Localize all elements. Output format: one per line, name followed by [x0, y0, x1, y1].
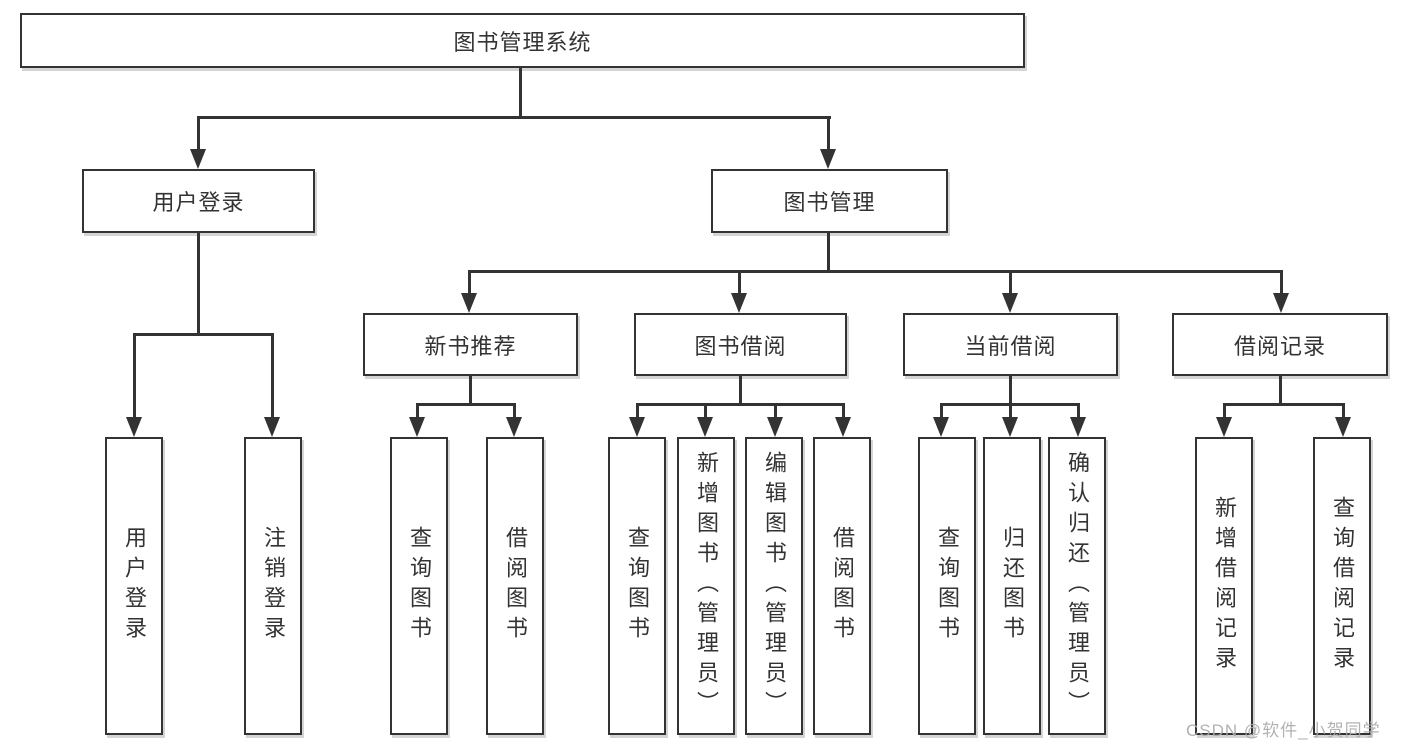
connector-line	[468, 270, 1283, 273]
arrow-down-icon	[126, 417, 142, 437]
leaf-user-login: 用户登录	[105, 437, 163, 735]
leaf-borrow-query-books-label: 查询图书	[625, 526, 650, 646]
connector-line	[774, 403, 777, 418]
connector-line	[197, 116, 200, 150]
arrow-down-icon	[697, 417, 713, 437]
node-book-management: 图书管理	[711, 169, 948, 233]
node-current-borrow-label: 当前借阅	[964, 333, 1057, 359]
connector-line	[1077, 403, 1080, 418]
arrow-down-icon	[1273, 293, 1289, 313]
node-root: 图书管理系统	[20, 13, 1025, 68]
watermark: CSDN @软件_小贺同学	[1186, 721, 1381, 740]
node-current-borrow: 当前借阅	[903, 313, 1118, 376]
connector-line	[827, 233, 830, 273]
leaf-recommend-borrow-books-label: 借阅图书	[503, 526, 528, 646]
node-book-borrow: 图书借阅	[634, 313, 847, 376]
leaf-borrow-add-books-admin: 新增图书（管理员）	[677, 437, 735, 735]
connector-line	[636, 403, 845, 406]
connector-line	[133, 333, 136, 418]
connector-line	[469, 376, 472, 406]
connector-line	[738, 270, 741, 294]
arrow-down-icon	[1070, 417, 1086, 437]
arrow-down-icon	[409, 417, 425, 437]
leaf-record-query-borrow-record-label: 查询借阅记录	[1330, 496, 1355, 676]
node-new-book-recommend: 新书推荐	[363, 313, 578, 376]
connector-line	[519, 68, 522, 118]
connector-line	[827, 116, 830, 150]
leaf-logout-login: 注销登录	[244, 437, 302, 735]
arrow-down-icon	[933, 417, 949, 437]
leaf-logout-login-label: 注销登录	[261, 526, 286, 646]
leaf-borrow-add-books-admin-label: 新增图书（管理员）	[694, 451, 719, 721]
leaf-recommend-query-books-label: 查询图书	[407, 526, 432, 646]
leaf-current-confirm-return-admin-label: 确认归还（管理员）	[1065, 451, 1090, 721]
connector-line	[1279, 376, 1282, 406]
connector-line	[1342, 403, 1345, 418]
connector-line	[197, 233, 200, 334]
leaf-borrow-edit-books-admin: 编辑图书（管理员）	[745, 437, 803, 735]
node-borrow-record-label: 借阅记录	[1233, 333, 1326, 359]
arrow-down-icon	[835, 417, 851, 437]
arrow-down-icon	[731, 293, 747, 313]
leaf-user-login-label: 用户登录	[122, 526, 147, 646]
connector-line	[1280, 270, 1283, 294]
connector-line	[468, 270, 471, 294]
node-book-management-label: 图书管理	[783, 190, 876, 215]
leaf-record-add-borrow-record-label: 新增借阅记录	[1212, 496, 1237, 676]
arrow-down-icon	[1335, 417, 1351, 437]
leaf-borrow-borrow-books: 借阅图书	[813, 437, 871, 735]
connector-line	[271, 333, 274, 418]
leaf-record-add-borrow-record: 新增借阅记录	[1195, 437, 1253, 735]
connector-line	[133, 333, 274, 336]
arrow-down-icon	[629, 417, 645, 437]
arrow-down-icon	[1002, 293, 1018, 313]
connector-line	[940, 403, 943, 418]
connector-line	[416, 403, 516, 406]
leaf-borrow-query-books: 查询图书	[608, 437, 666, 735]
arrow-down-icon	[190, 149, 206, 169]
connector-line	[842, 403, 845, 418]
connector-line	[1223, 403, 1226, 418]
connector-line	[513, 403, 516, 418]
node-root-label: 图书管理系统	[453, 29, 592, 55]
leaf-borrow-borrow-books-label: 借阅图书	[830, 526, 855, 646]
leaf-current-query-books: 查询图书	[918, 437, 976, 735]
arrow-down-icon	[264, 417, 280, 437]
leaf-record-query-borrow-record: 查询借阅记录	[1313, 437, 1371, 735]
connector-line	[1009, 376, 1012, 406]
arrow-down-icon	[1216, 417, 1232, 437]
arrow-down-icon	[1002, 417, 1018, 437]
connector-line	[739, 376, 742, 406]
leaf-borrow-edit-books-admin-label: 编辑图书（管理员）	[762, 451, 787, 721]
node-user-login: 用户登录	[82, 169, 315, 233]
node-user-login-label: 用户登录	[152, 190, 245, 215]
connector-line	[636, 403, 639, 418]
leaf-recommend-borrow-books: 借阅图书	[486, 437, 544, 735]
leaf-current-return-books-label: 归还图书	[1000, 526, 1025, 646]
connector-line	[1223, 403, 1345, 406]
connector-line	[416, 403, 419, 418]
connector-line	[1009, 270, 1012, 294]
arrow-down-icon	[506, 417, 522, 437]
node-new-book-recommend-label: 新书推荐	[424, 333, 517, 359]
connector-line	[1009, 403, 1012, 418]
node-borrow-record: 借阅记录	[1172, 313, 1388, 376]
leaf-recommend-query-books: 查询图书	[390, 437, 448, 735]
node-book-borrow-label: 图书借阅	[694, 333, 787, 359]
arrow-down-icon	[767, 417, 783, 437]
leaf-current-query-books-label: 查询图书	[935, 526, 960, 646]
connector-line	[704, 403, 707, 418]
arrow-down-icon	[461, 293, 477, 313]
connector-line	[197, 116, 831, 119]
leaf-current-return-books: 归还图书	[983, 437, 1041, 735]
arrow-down-icon	[820, 149, 836, 169]
leaf-current-confirm-return-admin: 确认归还（管理员）	[1048, 437, 1106, 735]
